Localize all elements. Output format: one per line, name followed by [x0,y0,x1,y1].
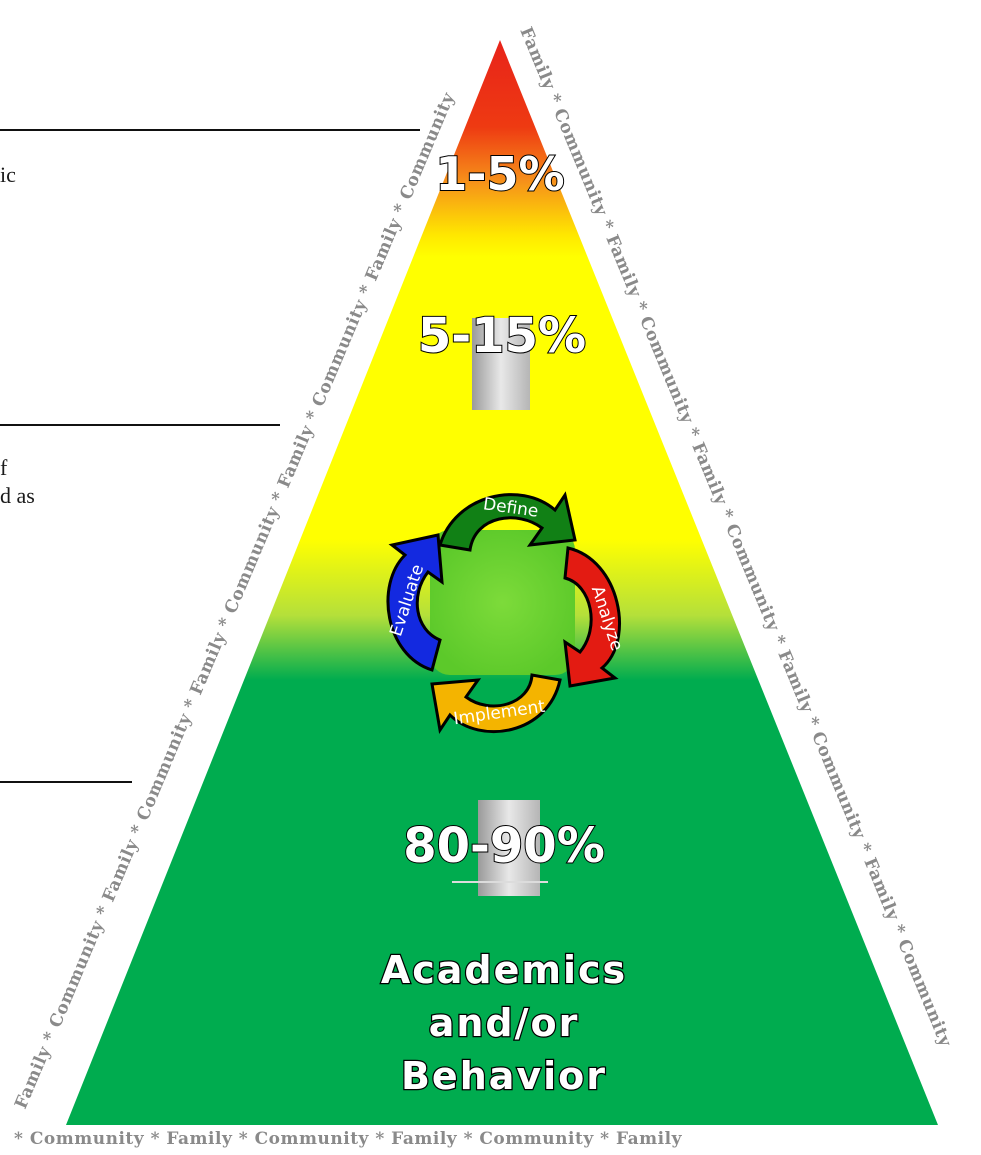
border-text-bottom: * Community * Family * Community * Famil… [14,1129,683,1149]
base-label-line3: Behavior [401,1054,607,1098]
rule-middle [0,424,280,426]
cropped-text-1: ic [0,162,16,187]
cropped-text-2: f [0,455,8,480]
tier-top-percent: 1-5% [435,147,564,201]
base-label-line1: Academics [381,948,627,992]
cropped-text-3: d as [0,483,35,508]
tier-middle-percent: 5-15% [418,308,586,364]
implement-arrow [430,673,562,734]
evaluate-arrow [386,533,444,672]
tier-bottom-percent: 80-90% [403,818,605,874]
rule-bottom [0,781,132,783]
cycle-center [430,530,575,675]
cycle-diagram: Define Analyze Implement Evaluate [386,491,627,734]
define-arrow [438,491,577,552]
analyze-arrow [563,546,621,688]
rule-top [0,129,420,131]
base-label-line2: and/or [429,1001,580,1045]
gray-bar-bottom [478,800,540,896]
gray-bar-middle [472,318,530,410]
